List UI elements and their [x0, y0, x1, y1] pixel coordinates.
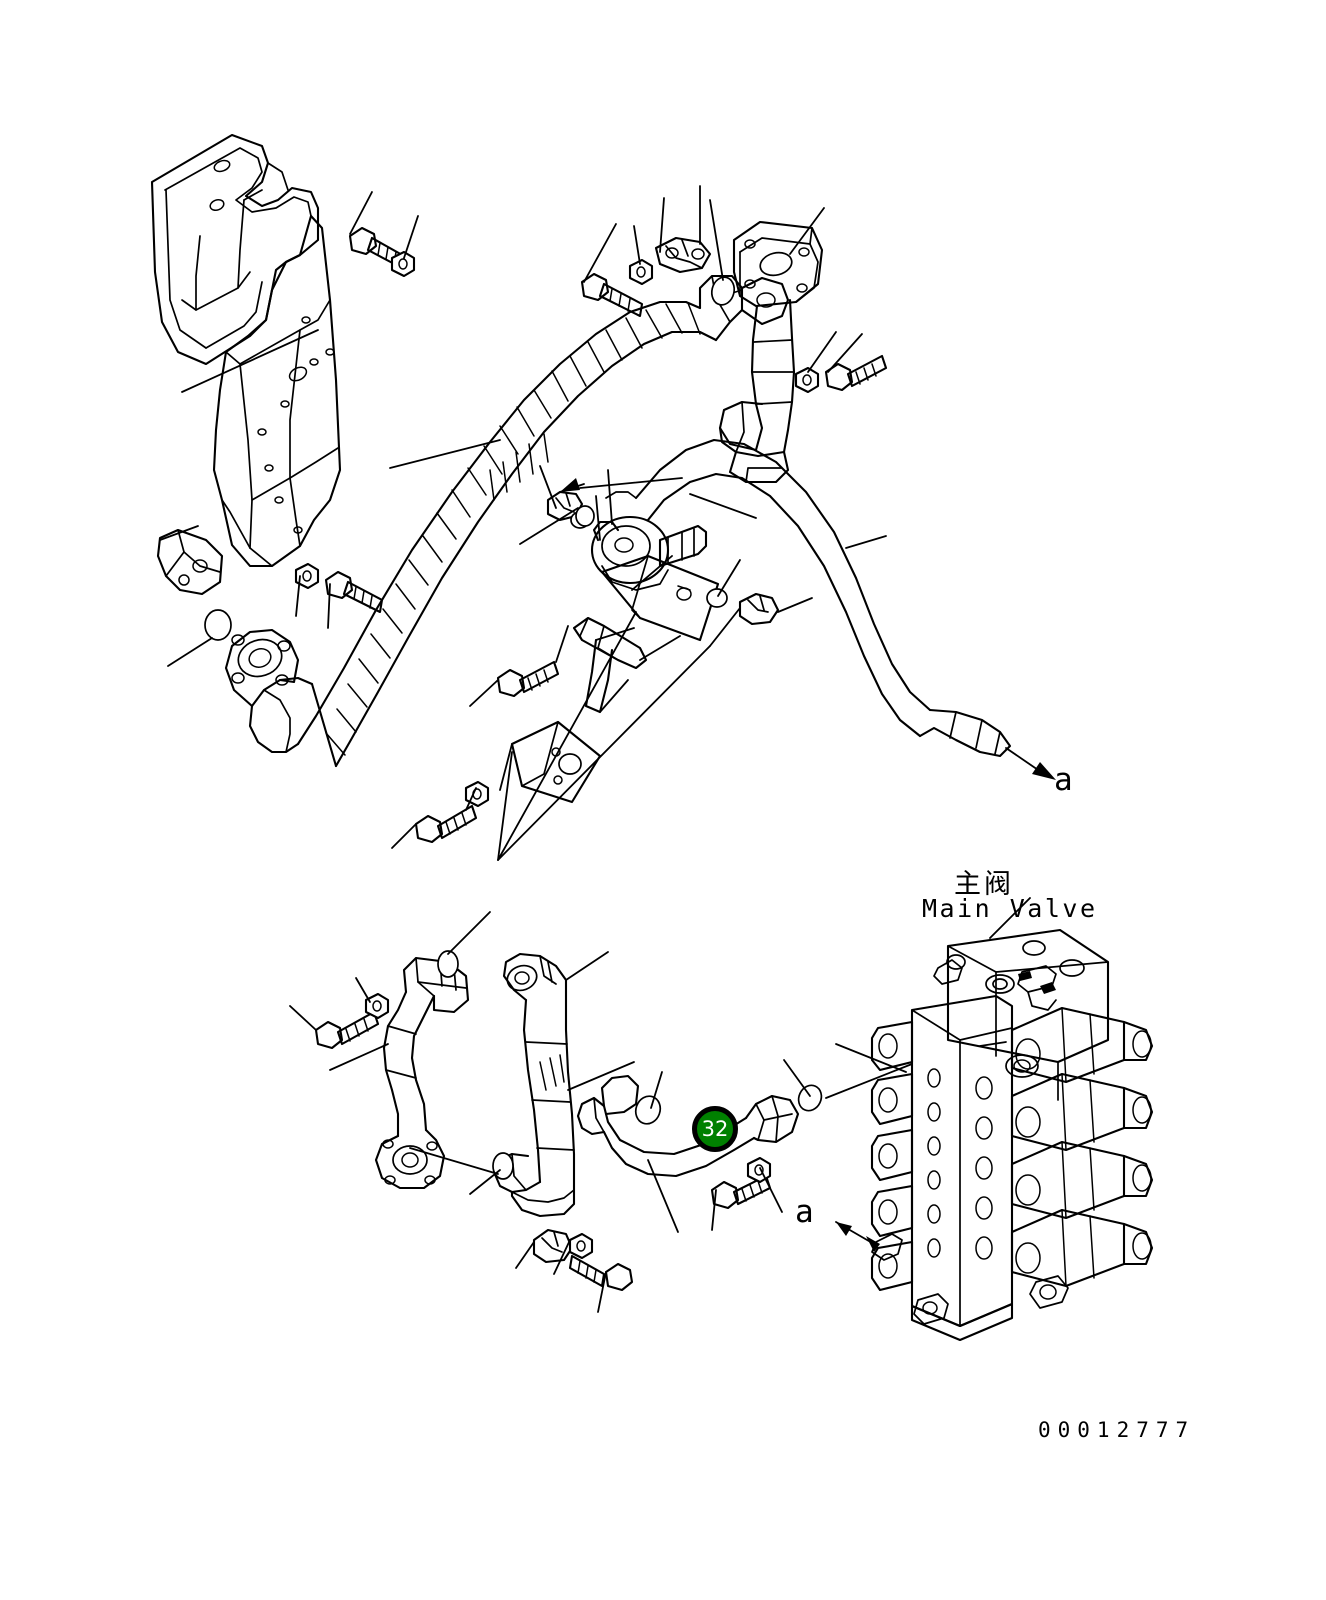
callout-badge-32[interactable]: 32 [692, 1106, 738, 1152]
pipe-clamp-assembly [510, 490, 780, 804]
spiral-wrapped-hydraulic-hose [224, 274, 790, 768]
valve-plug-reference-a [835, 1221, 903, 1261]
reference-marker-a-bottom: a [795, 1194, 814, 1230]
drawing-number: 00012777 [1038, 1418, 1196, 1442]
main-valve-block [870, 928, 1154, 1342]
main-valve-label-english: Main Valve [922, 894, 1098, 923]
valve-spool-sections [1010, 1006, 1154, 1288]
left-tube-assembly [374, 956, 470, 1190]
reference-marker-a-top: a [1054, 762, 1073, 798]
leader-lines [159, 185, 1031, 1313]
right-tube-assembly [492, 952, 576, 1264]
mounting-bracket-guard [150, 133, 342, 568]
long-curved-hose [605, 438, 1056, 780]
bolt-washer-hardware [156, 226, 888, 1292]
main-valve-label-chinese: 主阀 [954, 869, 1014, 900]
upper-right-elbow-tube [718, 220, 824, 484]
